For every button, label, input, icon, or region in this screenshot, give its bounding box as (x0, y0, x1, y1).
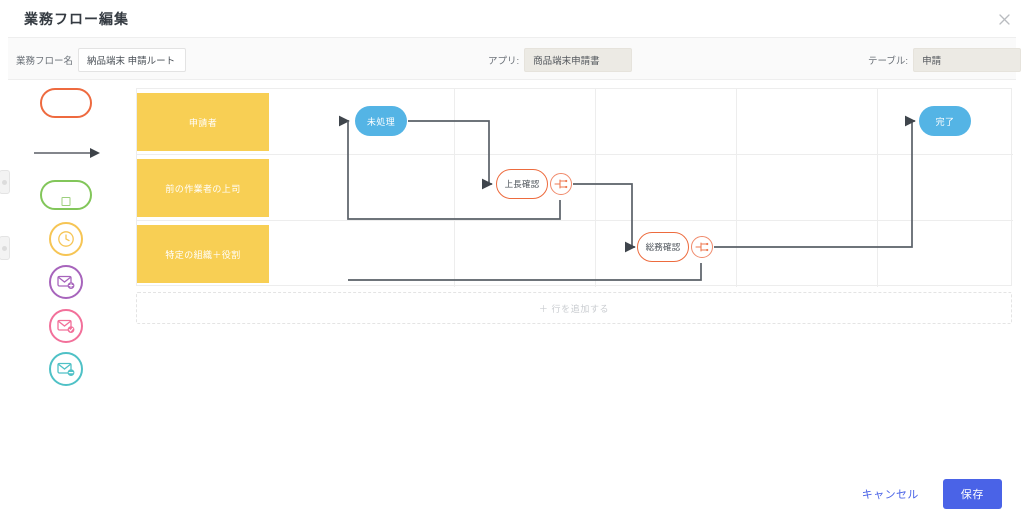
mail-plus-icon (57, 275, 75, 289)
flow-node-task[interactable]: 総務確認 (637, 232, 689, 262)
table-value: 申請 (913, 48, 1022, 72)
grid-column-divider (877, 221, 878, 287)
palette-mail-remove-node[interactable] (49, 352, 83, 386)
flow-name-label: 業務フロー名 (16, 56, 74, 67)
drag-handle-icon (2, 179, 7, 185)
row-header-label[interactable]: 特定の組織＋役割 (137, 225, 269, 283)
table-label: テーブル: (868, 56, 909, 67)
meta-bar: 業務フロー名 納品端末 申請ルート アプリ: 商品端末申請書 テーブル: 申請 (8, 37, 1022, 80)
grid-column-divider (595, 155, 596, 221)
flow-name-group: 業務フロー名 納品端末 申請ルート (16, 48, 187, 72)
grid-column-divider (454, 221, 455, 287)
app-group: アプリ: 商品端末申請書 (488, 48, 633, 72)
flow-node-status-start[interactable]: 未処理 (355, 106, 407, 136)
modal-footer: キャンセル 保存 (0, 467, 1024, 521)
palette-task-node-shape[interactable] (40, 180, 92, 210)
row-header-label[interactable]: 前の作業者の上司 (137, 159, 269, 217)
palette-mail-add-node[interactable] (49, 265, 83, 299)
mail-minus-icon (57, 362, 75, 376)
add-row-button[interactable]: ＋ 行を追加する (136, 292, 1012, 324)
grid-column-divider (454, 155, 455, 221)
table-row: 申請者 (137, 89, 1013, 155)
grid-column-divider (595, 89, 596, 155)
row-header-label[interactable]: 申請者 (137, 93, 269, 151)
workflow-grid: 申請者 前の作業者の上司 特定の組織＋役割 (136, 88, 1013, 287)
flow-name-input[interactable]: 納品端末 申請ルート (78, 48, 187, 72)
grid-column-divider (736, 89, 737, 155)
grid-column-divider (736, 155, 737, 221)
row-drag-handle[interactable] (0, 170, 10, 194)
grid-column-divider (877, 89, 878, 155)
cancel-button[interactable]: キャンセル (856, 485, 925, 503)
palette-timer-node[interactable] (49, 222, 83, 256)
palette-start-node-shape[interactable] (40, 88, 92, 118)
palette-connector-arrow[interactable] (33, 146, 101, 160)
workflow-canvas[interactable]: 申請者 前の作業者の上司 特定の組織＋役割 (136, 88, 1013, 288)
modal-header: 業務フロー編集 (0, 0, 1024, 36)
clock-icon (58, 231, 74, 247)
flow-node-task[interactable]: 上長確認 (496, 169, 548, 199)
app-value: 商品端末申請書 (524, 48, 633, 72)
save-button[interactable]: 保存 (942, 479, 1002, 509)
table-row: 前の作業者の上司 (137, 155, 1013, 221)
table-group: テーブル: 申請 (868, 48, 1022, 72)
close-icon[interactable] (994, 9, 1014, 29)
drag-handle-icon (2, 245, 7, 251)
table-row: 特定の組織＋役割 (137, 221, 1013, 287)
task-mini-icon (61, 197, 71, 206)
flow-node-status-end[interactable]: 完了 (919, 106, 971, 136)
branch-split-icon[interactable] (550, 173, 572, 195)
grid-column-divider (877, 155, 878, 221)
row-drag-handle[interactable] (0, 236, 10, 260)
branch-split-icon[interactable] (691, 236, 713, 258)
node-palette (20, 88, 115, 398)
grid-column-divider (736, 221, 737, 287)
app-label: アプリ: (488, 56, 520, 67)
palette-mail-confirm-node[interactable] (49, 309, 83, 343)
grid-column-divider (595, 221, 596, 287)
mail-check-icon (57, 319, 75, 333)
grid-column-divider (454, 89, 455, 155)
page-title: 業務フロー編集 (24, 11, 129, 27)
